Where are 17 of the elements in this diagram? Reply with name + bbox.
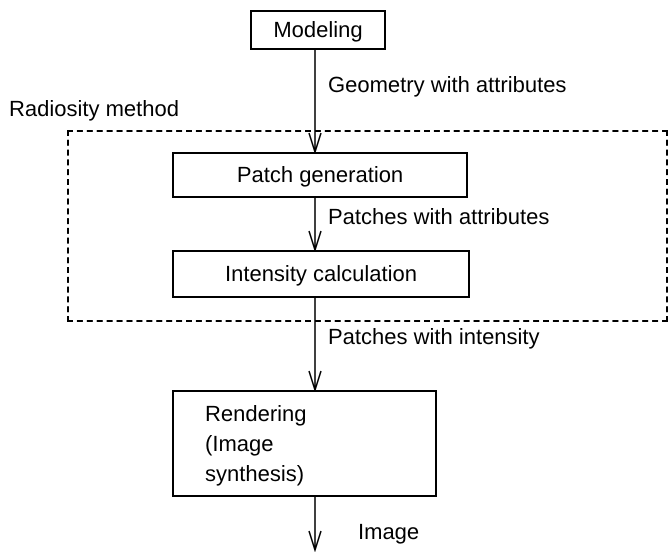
arrow — [308, 497, 322, 551]
edge-label: Image — [358, 519, 420, 545]
process-box — [172, 250, 470, 298]
edge-label: Geometry with attributes — [328, 72, 566, 98]
node-label: Intensity calculation — [225, 260, 417, 288]
arrow — [308, 198, 322, 251]
arrow — [308, 50, 322, 153]
node-label: Patch generation — [236, 161, 404, 189]
process-box — [250, 10, 386, 50]
process-box — [172, 390, 437, 497]
node-label: Modeling — [273, 16, 363, 44]
edge-label: Patches with attributes — [328, 204, 550, 230]
process-box — [172, 152, 468, 198]
group-heading: Radiosity method — [9, 95, 179, 123]
arrow — [308, 298, 322, 391]
node-label: Rendering (Image synthesis) — [205, 400, 308, 488]
edge-label: Patches with intensity — [328, 324, 540, 350]
